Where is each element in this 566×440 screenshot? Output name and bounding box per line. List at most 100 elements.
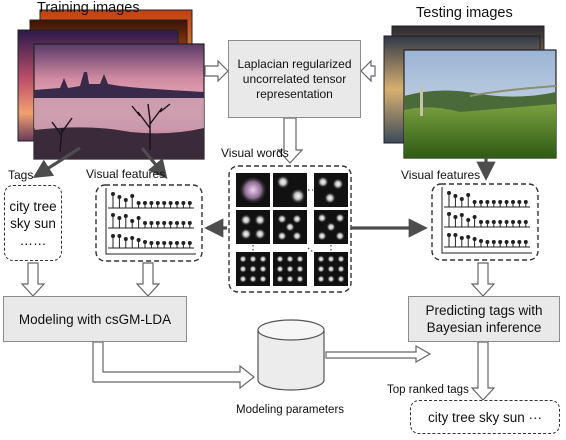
tag-line-1: city tree xyxy=(9,198,57,214)
stem-dot xyxy=(181,221,186,225)
stem-dot xyxy=(117,195,122,199)
output-tags-text: city tree sky sun ··· xyxy=(427,409,543,425)
solid-arrows xyxy=(32,146,496,238)
stem-axis xyxy=(441,187,532,254)
stem-dot xyxy=(491,220,496,224)
visual-words-label: Visual words xyxy=(221,146,289,160)
stem-dot xyxy=(504,240,509,244)
modeling-parameters-cylinder xyxy=(257,319,325,391)
stem-dot xyxy=(162,221,167,225)
stem-dot xyxy=(523,220,528,224)
stem-dot xyxy=(168,241,173,245)
visual-features-left-graphic xyxy=(95,184,203,262)
stem-dot xyxy=(453,233,458,237)
stem-dot xyxy=(485,240,490,244)
visual-words-grid xyxy=(228,165,352,293)
stem-dot xyxy=(123,214,128,218)
stem-dot xyxy=(187,241,192,245)
stem-dot xyxy=(155,221,160,225)
stem-dot xyxy=(143,240,147,244)
predicting-box: Predicting tags with Bayesian inference xyxy=(408,296,560,342)
stem-dot xyxy=(181,201,186,205)
stem-dot xyxy=(498,200,503,204)
stem-dot xyxy=(466,193,471,197)
hollow-arrows xyxy=(20,59,496,401)
stem-dot xyxy=(155,241,160,245)
stem-dot xyxy=(447,212,451,216)
stem-dot xyxy=(175,201,179,205)
stem-dot xyxy=(162,241,167,245)
stem-dot xyxy=(459,197,464,201)
stem-dot xyxy=(517,200,522,204)
visual-features-right-graphic xyxy=(431,183,539,261)
visual-features-right-label: Visual features xyxy=(401,168,481,182)
stem-dot xyxy=(136,238,141,242)
stem-dot xyxy=(168,221,173,225)
stem-dot xyxy=(111,213,115,217)
stem-dot xyxy=(517,220,522,224)
stem-dot xyxy=(504,220,509,224)
stem-dot xyxy=(111,192,115,196)
stem-dot xyxy=(517,240,522,244)
stem-dot xyxy=(466,235,471,239)
output-tags-box: city tree sky sun ··· xyxy=(410,400,560,434)
tags-label: Tags xyxy=(8,168,34,182)
stem-dot xyxy=(498,220,503,224)
stem-dot xyxy=(149,241,154,245)
stem-dot xyxy=(459,213,464,217)
stem-dot xyxy=(479,220,483,224)
stem-dot xyxy=(187,201,192,205)
testing-image-stack xyxy=(383,25,557,159)
stem-dot xyxy=(447,233,451,237)
tag-line-3: …… xyxy=(19,232,47,248)
stem-dot xyxy=(149,221,154,225)
stem-dot xyxy=(511,200,515,204)
stem-dot xyxy=(459,236,464,240)
visual-features-left-label: Visual features xyxy=(86,167,166,181)
stem-dot xyxy=(155,201,160,205)
stem-dot xyxy=(123,198,128,202)
laplacian-text: Laplacian regularized uncorrelated tenso… xyxy=(237,56,352,101)
tag-line-2: sky sun xyxy=(10,215,56,231)
stem-dot xyxy=(504,200,509,204)
stem-dot xyxy=(447,191,451,195)
stem-dot xyxy=(498,240,503,244)
stem-dot xyxy=(143,221,147,225)
stem-dot xyxy=(117,234,122,238)
stem-dot xyxy=(479,239,483,243)
stem-dot xyxy=(466,218,471,222)
modeling-box: Modeling with csGM-LDA xyxy=(3,296,187,342)
stem-dot xyxy=(130,236,135,240)
stem-dot xyxy=(111,234,115,238)
stem-dot xyxy=(472,200,477,204)
stem-dot xyxy=(117,216,122,220)
modeling-parameters-label: Modeling parameters xyxy=(236,404,345,416)
stem-dot xyxy=(187,221,192,225)
stem-dot xyxy=(130,219,135,223)
stem-dot xyxy=(168,201,173,205)
stem-dot xyxy=(149,201,154,205)
stem-dot xyxy=(136,216,141,220)
stem-dot xyxy=(162,201,167,205)
stem-dot xyxy=(175,241,179,245)
stem-dot xyxy=(472,237,477,241)
stem-dot xyxy=(479,200,483,204)
stem-dot xyxy=(523,240,528,244)
stem-dot xyxy=(491,200,496,204)
stem-dot xyxy=(453,215,458,219)
stem-dot xyxy=(485,220,490,224)
stem-dot xyxy=(453,194,458,198)
stem-dot xyxy=(136,201,141,205)
stem-dot xyxy=(491,240,496,244)
training-image-stack xyxy=(17,9,205,160)
top-ranked-tags-label: Top ranked tags xyxy=(387,384,469,396)
stem-dot xyxy=(181,241,186,245)
stem-dot xyxy=(472,215,477,219)
stem-axis xyxy=(105,188,196,255)
stem-dot xyxy=(511,220,515,224)
stem-dot xyxy=(123,237,128,241)
tags-box: city tree sky sun …… xyxy=(4,185,62,261)
modeling-text: Modeling with csGM-LDA xyxy=(18,311,172,327)
